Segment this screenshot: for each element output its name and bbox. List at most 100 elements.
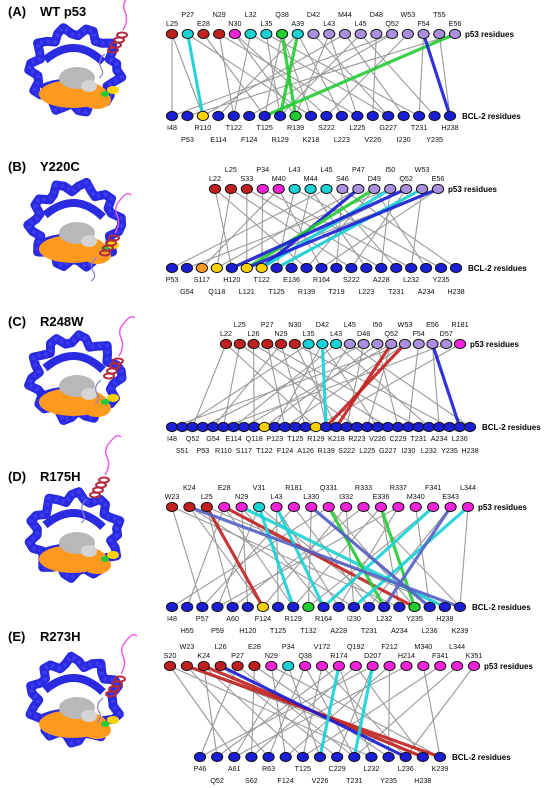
bcl2-residue-label: G227 [379,123,397,132]
bcl2-residue-label: R139 [318,446,335,455]
bcl2-residue-node [279,751,292,763]
bcl2-residue-node [165,262,179,274]
contact-link [222,343,241,428]
bcl2-residue-node [226,601,239,613]
bcl2-residue-label: T231 [410,434,426,443]
bcl2-residue-nodes: I48P53R110E114T122F124T125R129R139K218S2… [165,110,459,144]
panel-letter: (A) [8,4,26,19]
bcl2-residue-node [268,421,281,433]
contact-link [346,343,365,428]
contact-link [284,343,406,428]
p53-residue-node [304,183,317,195]
bcl2-residue-node [345,262,358,274]
bcl2-residue-node [274,110,287,122]
p53-residue-label: E28 [197,19,210,28]
bcl2-residue-node [340,421,353,433]
bcl2-residue-label: R139 [287,123,304,132]
bcl2-residue-node [413,110,426,122]
contact-link [345,506,355,608]
bcl2-residue-label: H120 [223,275,240,284]
p53-residue-label: K24 [197,651,210,660]
highlighted-contact-link [382,506,452,608]
protein-coil-texture [25,180,124,270]
contact-link [366,343,392,428]
bcl2-residue-node [423,601,436,613]
bcl2-residue-label: F124 [278,776,294,785]
highlighted-contact-link [318,665,341,758]
bcl2-residue-node [391,421,405,433]
highlighted-contact-link [322,505,435,609]
contact-link [321,343,378,428]
p53-residue-node [320,183,333,195]
helix-icon [108,234,120,242]
p53-residue-node [398,338,412,350]
bcl2-residue-node [330,262,343,274]
protein-structure [23,177,132,282]
contact-link [349,343,471,428]
contact-link [291,188,312,269]
bcl2-residue-node [255,262,268,274]
contact-link [360,33,435,117]
helix-icon [98,476,110,484]
p53-residue-node [299,660,312,672]
p53-residue-node [370,28,383,40]
peptide-tail [98,53,106,79]
p53-residue-label: D48 [357,329,370,338]
p53-residue-node [197,660,210,672]
p53-residue-node [412,338,425,350]
p53-residue-node [307,28,320,40]
p53-residues-label: p53 residues [478,503,527,512]
p53-residue-label: E56 [449,19,462,28]
p53-residue-label: W53 [398,320,413,329]
bcl2-residue-label: K239 [452,626,469,635]
contact-link [342,188,457,269]
p53-residue-label: L35 [260,19,272,28]
p53-residue-label: F212 [381,642,397,651]
bcl2-residue-label: L236 [422,626,438,635]
contact-link [216,506,260,608]
bcl2-residue-node [422,421,435,433]
contact-links [171,32,456,118]
bcl2-residue-label: S117 [236,446,252,455]
p53-residue-node [224,183,238,195]
contact-links [171,187,457,270]
contact-link [335,343,430,428]
contact-link [422,665,441,758]
p53-residue-label: L344 [449,642,465,651]
p53-residue-label: Q192 [347,642,365,651]
bcl2-residue-node [237,421,251,433]
highlighted-contact-link [205,506,265,608]
p53-residue-node [357,501,370,513]
p53-residue-label: R181 [285,483,302,492]
protein-structure [24,434,125,583]
bcl2-residue-node [289,110,302,122]
p53-residue-node [302,338,315,350]
bcl2-residue-label: T231 [388,287,404,296]
p53-residue-node [349,660,362,672]
p53-residue-label: L45 [344,320,356,329]
bcl2-residue-node [210,262,223,274]
ligand-surface [81,388,97,400]
bcl2-residue-label: E114 [226,434,242,443]
contact-link [294,188,442,269]
bcl2-residue-label: T231 [346,776,362,785]
p53-residue-label: S20 [164,651,177,660]
contact-link [278,188,322,269]
highlighted-contact-link [245,187,376,270]
p53-residue-node [248,660,261,672]
p53-residue-nodes: L25P27E28N29N30L32L35Q38A39D42L43M44L45D… [165,10,462,40]
p53-residue-node [235,501,248,513]
p53-residue-node [386,28,399,40]
p53-residue-node [288,338,301,350]
p53-residue-node [291,28,304,40]
bcl2-residue-node [304,110,318,122]
bcl2-residue-label: R139 [298,287,315,296]
bcl2-residue-node [449,262,463,274]
contact-link [203,665,218,758]
p53-residue-label: Q38 [298,651,312,660]
bcl2-residue-label: L121 [239,287,255,296]
p53-residue-node [392,501,405,513]
bcl2-residue-label: G227 [379,446,397,455]
protein-helix [42,352,106,373]
contact-link [171,33,393,117]
